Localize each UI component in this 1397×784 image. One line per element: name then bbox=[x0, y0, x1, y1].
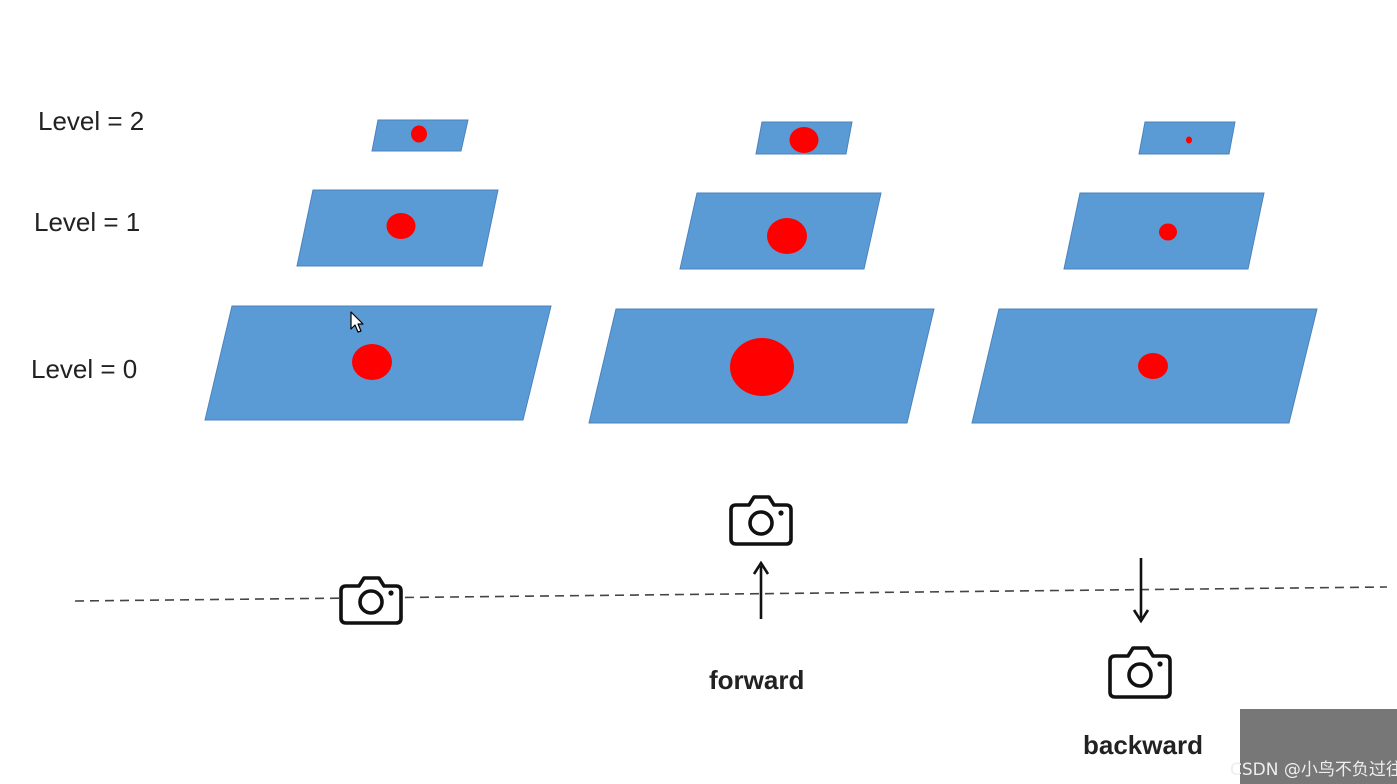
target-dot bbox=[1159, 223, 1177, 241]
level-0-label: Level = 0 bbox=[31, 354, 137, 384]
target-dot bbox=[352, 344, 392, 380]
target-dot bbox=[1138, 353, 1168, 379]
camera-icon bbox=[339, 570, 403, 628]
target-dot bbox=[1186, 136, 1192, 144]
up-arrow-icon bbox=[752, 560, 770, 619]
backward-label: backward bbox=[1083, 730, 1203, 760]
target-dot bbox=[411, 125, 427, 143]
pyramid-column-backward bbox=[971, 121, 1318, 424]
camera-icon bbox=[729, 489, 793, 549]
pyramid-column-forward bbox=[588, 121, 935, 424]
watermark: CSDN @小鸟不负过往 bbox=[1230, 760, 1397, 780]
target-dot bbox=[386, 213, 416, 239]
camera-path-dashed-line bbox=[74, 586, 1388, 602]
cursor-icon bbox=[350, 311, 364, 333]
down-arrow-icon bbox=[1132, 558, 1150, 624]
pyramid-column-current bbox=[204, 119, 552, 421]
target-dot bbox=[767, 218, 807, 254]
level-2-label: Level = 2 bbox=[38, 106, 144, 136]
target-dot bbox=[789, 127, 819, 153]
camera-icon bbox=[1108, 640, 1172, 700]
target-dot bbox=[730, 338, 794, 396]
level-1-label: Level = 1 bbox=[34, 207, 140, 237]
watermark-backdrop bbox=[1240, 709, 1397, 784]
forward-label: forward bbox=[709, 665, 804, 695]
